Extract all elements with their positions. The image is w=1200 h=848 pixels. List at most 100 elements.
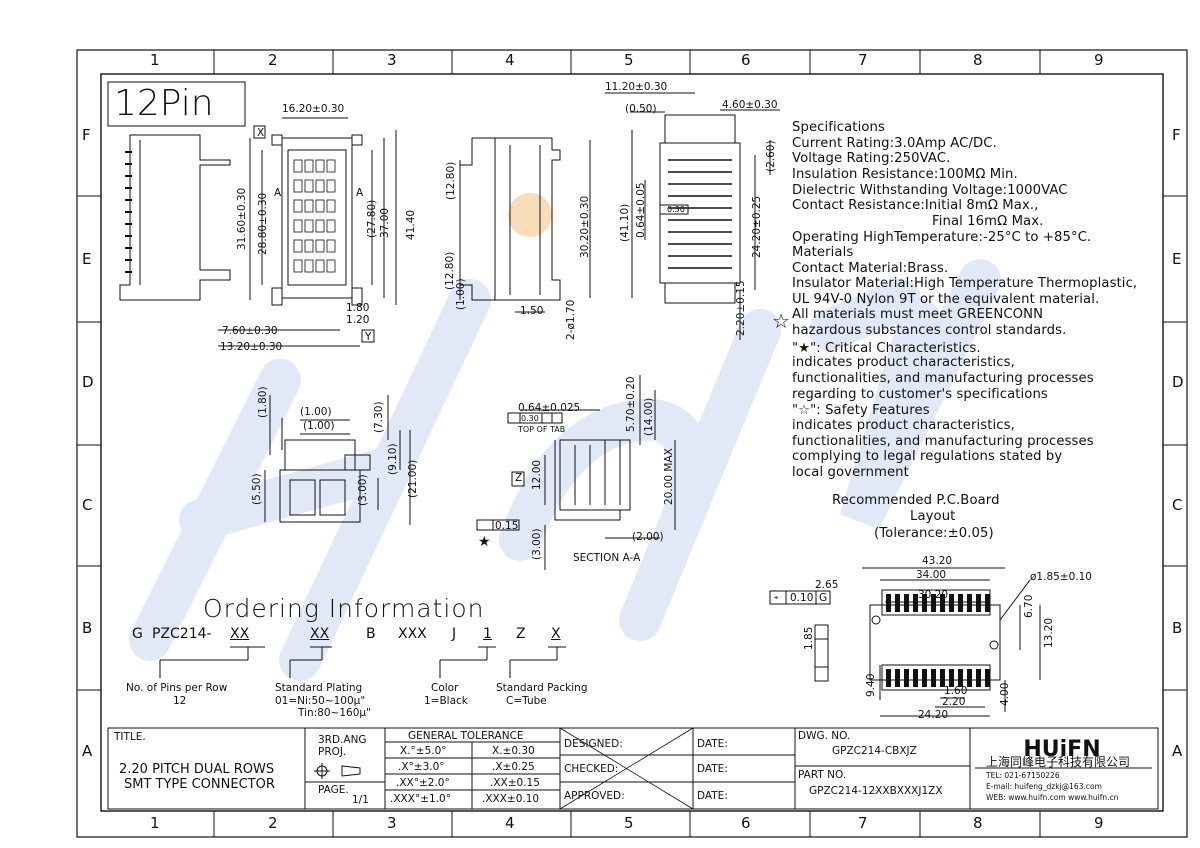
section-dim: 12.00 — [531, 459, 543, 490]
side-dim: 1.50 — [520, 305, 544, 317]
order-note-value: 01=Ni:50~100μ" — [275, 695, 366, 707]
datum-z-label: Z — [515, 472, 523, 484]
grid-row-f: F — [82, 126, 91, 144]
title-line-2: SMT TYPE CONNECTOR — [124, 777, 275, 792]
tolerance-linear: .XXX±0.10 — [482, 793, 540, 805]
grid-col-5-bottom: 5 — [624, 814, 634, 832]
pcb-dim: 43.20 — [922, 555, 953, 567]
pcb-fcf-datum: G — [819, 592, 828, 604]
section-dim: 0.64±0.025 — [518, 402, 581, 414]
front-dim: 1.80 — [346, 302, 370, 314]
order-code-part: XX — [310, 626, 330, 642]
side-dim: 30.20±0.30 — [579, 195, 591, 258]
front-dim: 7.60±0.30 — [222, 325, 278, 337]
pin-count-label: 12Pin — [114, 83, 214, 124]
spec-line: functionalities, and manufacturing proce… — [792, 371, 1094, 386]
title-line-1: 2.20 PITCH DUAL ROWS — [119, 762, 275, 777]
page-value: 1/1 — [352, 794, 369, 806]
section-dim: (3.00) — [531, 528, 543, 560]
order-code-part: X — [551, 626, 561, 642]
spec-line: Contact Resistance:Initial 8mΩ Max., — [792, 198, 1039, 213]
grid-row-d-right: D — [1172, 373, 1184, 391]
date-label: DATE: — [697, 738, 728, 750]
grid-col-1-bottom: 1 — [150, 814, 160, 832]
company-web: WEB: www.huifn.com www.huifn.cn — [986, 793, 1119, 802]
pcb-dim: ø1.85±0.10 — [1030, 571, 1092, 583]
section-dim: 0.30 — [521, 414, 539, 423]
datum-y-label: Y — [365, 331, 372, 343]
grid-col-7: 7 — [858, 51, 868, 69]
grid-col-9: 9 — [1094, 51, 1104, 69]
order-note-value: 1=Black — [424, 695, 468, 707]
bottom-dim: (1.00) — [303, 420, 335, 432]
order-note-label: Color — [431, 682, 459, 694]
section-dim: (2.00) — [632, 531, 664, 543]
front-dim: 1.20 — [346, 314, 370, 326]
accent-dot — [508, 193, 552, 237]
spec-line: indicates product characteristics, — [792, 355, 1015, 370]
grid-col-1: 1 — [150, 51, 160, 69]
right-dim: 11.20±0.30 — [605, 81, 668, 93]
pcb-dim: 1.85 — [803, 626, 815, 650]
spec-line: "★": Critical Characteristics. — [792, 341, 981, 356]
date-label: DATE: — [697, 790, 728, 802]
tolerance-linear: X.±0.30 — [492, 745, 535, 757]
pcb-dim: 34.00 — [916, 569, 947, 581]
order-code-part: J — [452, 626, 457, 642]
specifications-title: Specifications — [792, 120, 885, 135]
pcb-dim: 24.20 — [918, 709, 949, 721]
spec-line: indicates product characteristics, — [792, 418, 1015, 433]
grid-row-e: E — [82, 250, 92, 268]
title-block — [107, 727, 1159, 810]
checked-label: CHECKED: — [564, 763, 619, 775]
tolerance-linear: .XX±0.15 — [490, 777, 540, 789]
right-dim: (41.10) — [619, 203, 631, 242]
bottom-dim: (5.50) — [251, 473, 263, 505]
spec-line: Voltage Rating:250VAC. — [792, 151, 951, 166]
right-dim: (2.60) — [765, 140, 777, 172]
order-code-part: XXX — [398, 626, 427, 642]
grid-row-d: D — [82, 373, 94, 391]
pcb-layout-subtitle: Layout — [910, 509, 956, 524]
spec-line: Materials — [792, 245, 854, 260]
bottom-dim: (3.00) — [357, 474, 369, 506]
part-no-label: PART NO. — [798, 769, 847, 781]
spec-line: hazardous substances control standards. — [792, 323, 1067, 338]
spec-line: Insulator Material:High Temperature Ther… — [792, 276, 1138, 291]
projection-label-2: PROJ. — [318, 746, 347, 758]
right-dim: 2.20±0.15 — [735, 280, 747, 336]
pcb-dim: 13.20 — [1043, 617, 1055, 648]
page-label: PAGE. — [318, 784, 349, 796]
section-a-label: A — [356, 187, 364, 199]
view-right — [605, 92, 780, 340]
dwg-no-value: GPZC214-CBXJZ — [832, 745, 917, 757]
front-dim: 37.00 — [379, 207, 391, 238]
grid-col-2: 2 — [268, 51, 278, 69]
right-dim: 4.60±0.30 — [722, 99, 778, 111]
grid-col-8: 8 — [973, 51, 983, 69]
spec-line: Dielectric Withstanding Voltage:1000VAC — [792, 183, 1068, 198]
tolerance-angle: .X°±3.0° — [398, 761, 445, 773]
order-note-value: C=Tube — [506, 695, 547, 707]
grid-row-c: C — [82, 496, 93, 514]
grid-col-3: 3 — [387, 51, 397, 69]
spec-line: Current Rating:3.0Amp AC/DC. — [792, 136, 997, 151]
company-logo: HUiFN — [1023, 737, 1100, 762]
grid-col-7-bottom: 7 — [858, 814, 868, 832]
pin-count-box — [107, 81, 246, 127]
date-label: DATE: — [697, 763, 728, 775]
pcb-layout-tolerance: (Tolerance:±0.05) — [874, 526, 994, 541]
pcb-dim: 2.65 — [815, 579, 839, 591]
order-code-part: B — [366, 626, 376, 642]
order-note-label: No. of Pins per Row — [126, 682, 228, 694]
tolerance-angle: .XXX°±1.0° — [390, 793, 451, 805]
spec-line: Operating HighTemperature:-25°C to +85°C… — [792, 230, 1092, 245]
spec-line: All materials must meet GREENCONN — [792, 307, 1044, 322]
grid-col-4-bottom: 4 — [505, 814, 515, 832]
position-symbol-icon: ⌖ — [774, 593, 779, 602]
company-email: E-mail: huifeng_dzkj@163.com — [986, 782, 1102, 791]
right-dim: (0.50) — [625, 103, 657, 115]
pcb-fcf-tolerance: 0.10 — [790, 592, 814, 604]
right-dim: 0.64±0.05 — [635, 182, 647, 238]
